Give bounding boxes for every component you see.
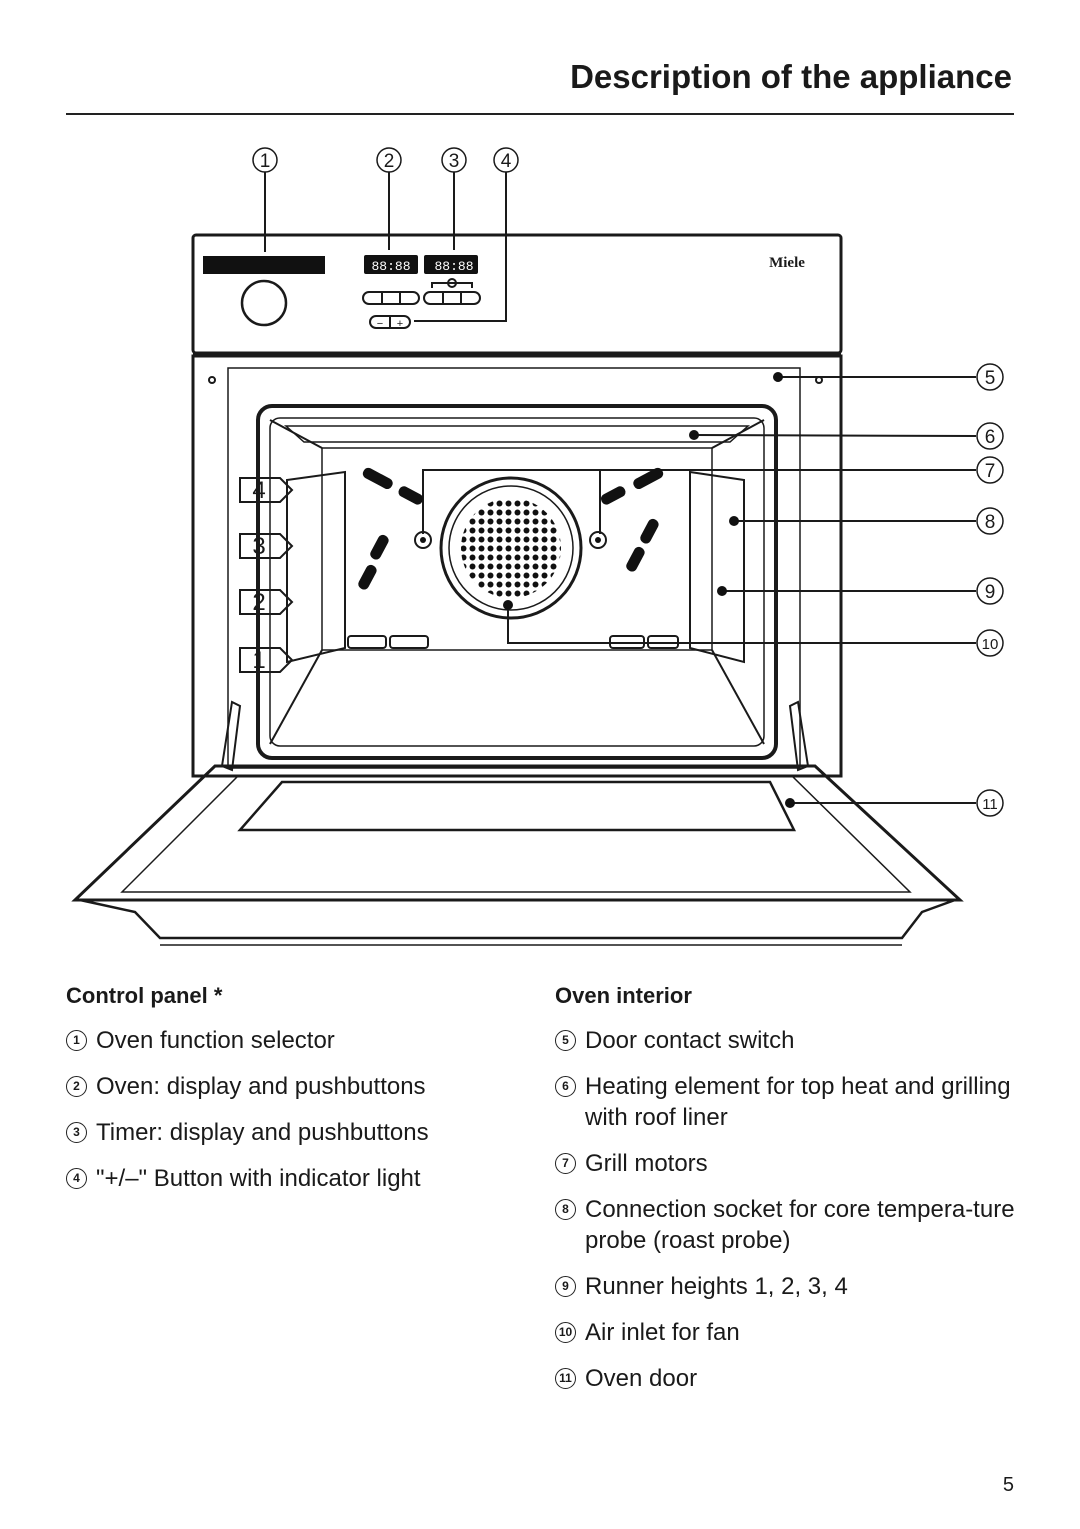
page-number: 5 [1002,1474,1014,1496]
item-text: Oven function selector [96,1027,335,1054]
list-item: 4 "+/–" Button with indicator light [66,1163,516,1194]
item-number: 10 [555,1322,576,1343]
item-number: 11 [555,1368,576,1389]
callout-4: 4 [501,151,512,172]
control-panel-heading: Control panel * [66,983,223,1008]
oven-diagram: 1 2 3 4 5 6 7 8 9 10 11 4 3 2 1 Miele 88… [71,147,1004,946]
runner-label-1: 1 [252,647,265,674]
item-text: Connection socket for core tempera-ture … [585,1196,1015,1254]
callout-1: 1 [260,151,271,172]
callout-11: 11 [982,796,998,813]
list-item: 11 Oven door [555,1363,1015,1394]
callout-5: 5 [985,368,996,389]
page-title: Description of the appliance [570,58,1012,95]
oven-door [71,764,964,902]
oven-cavity [256,404,778,760]
list-item: 8 Connection socket for core tempera-ture… [555,1194,1015,1256]
plus-label: + [397,318,403,330]
runner-label-2: 2 [252,589,265,616]
list-item: 5 Door contact switch [555,1025,1015,1056]
item-text: Oven door [585,1365,698,1392]
list-item: 3 Timer: display and pushbuttons [66,1117,516,1148]
item-number: 4 [66,1168,87,1189]
item-text: Door contact switch [585,1027,795,1054]
list-item: 1 Oven function selector [66,1025,516,1056]
callout-7: 7 [985,461,996,482]
item-number: 8 [555,1199,576,1220]
title-rule [66,113,1014,115]
function-selector-knob [240,279,288,327]
item-number: 9 [555,1276,576,1297]
runner-label-3: 3 [252,533,265,560]
fan-holes [461,498,561,598]
oven-display-text: 88:88 [371,259,410,274]
item-number: 2 [66,1076,87,1097]
item-text: "+/–" Button with indicator light [96,1165,421,1192]
list-item: 7 Grill motors [555,1148,1015,1179]
fan-grille [439,476,583,620]
oven-display [364,255,418,274]
timer-display [424,255,478,274]
item-text: Oven: display and pushbuttons [96,1073,426,1100]
item-number: 5 [555,1030,576,1051]
item-text: Grill motors [585,1150,708,1177]
control-panel-list: 1 Oven function selector 2 Oven: display a… [66,1025,516,1209]
callout-10: 10 [982,636,999,653]
item-text: Runner heights 1, 2, 3, 4 [585,1273,848,1300]
list-item: 6 Heating element for top heat and grilli… [555,1071,1015,1133]
timer-buttons [423,291,481,305]
function-label-block [203,256,325,274]
callout-6: 6 [985,427,996,448]
minus-label: − [377,318,383,330]
callout-2: 2 [384,151,395,172]
oven-buttons [362,291,420,305]
list-item: 9 Runner heights 1, 2, 3, 4 [555,1271,1015,1302]
oven-interior-heading: Oven interior [555,983,692,1008]
callout-8: 8 [985,512,996,533]
item-text: Timer: display and pushbuttons [96,1119,429,1146]
timer-display-text: 88:88 [434,259,473,274]
item-text: Air inlet for fan [585,1319,740,1346]
item-number: 3 [66,1122,87,1143]
oven-interior-list: 5 Door contact switch 6 Heating element fo… [555,1025,1015,1409]
item-text: Heating element for top heat and grillin… [585,1073,1011,1131]
item-number: 1 [66,1030,87,1051]
item-number: 6 [555,1076,576,1097]
list-item: 2 Oven: display and pushbuttons [66,1071,516,1102]
item-number: 7 [555,1153,576,1174]
list-item: 10 Air inlet for fan [555,1317,1015,1348]
brand-logo: Miele [769,255,805,271]
callout-9: 9 [985,582,996,603]
callout-3: 3 [449,151,460,172]
runner-label-4: 4 [252,477,265,504]
control-panel-outline [191,233,843,355]
